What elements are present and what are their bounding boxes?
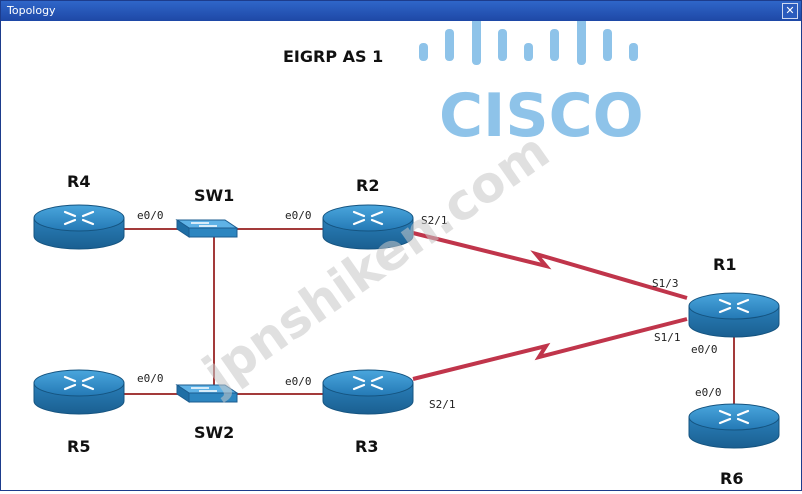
router-r1-icon[interactable] <box>687 291 781 339</box>
iface-r4-e00: e0/0 <box>137 209 164 222</box>
node-label-r1: R1 <box>713 255 736 274</box>
node-label-r6: R6 <box>720 469 743 488</box>
iface-r5-e00: e0/0 <box>137 372 164 385</box>
iface-r2-e00: e0/0 <box>285 209 312 222</box>
node-label-r3: R3 <box>355 437 378 456</box>
window-title: Topology <box>7 4 56 17</box>
node-label-r4: R4 <box>67 172 90 191</box>
topology-canvas: CISCO EIGRP AS 1 <box>1 11 801 490</box>
link-r2-r1-serial <box>412 231 688 300</box>
iface-r1-e00: e0/0 <box>691 343 718 356</box>
router-r6-icon[interactable] <box>687 402 781 450</box>
close-icon[interactable]: ✕ <box>782 3 798 19</box>
cisco-logo-bars <box>419 11 638 65</box>
iface-r2-s21: S2/1 <box>421 214 448 227</box>
title-bar: Topology ✕ <box>1 1 801 21</box>
router-r4-icon[interactable] <box>32 203 126 251</box>
switch-sw1-icon[interactable] <box>176 219 238 238</box>
iface-r3-e00: e0/0 <box>285 375 312 388</box>
iface-r3-s21: S2/1 <box>429 398 456 411</box>
router-r3-icon[interactable] <box>321 368 415 416</box>
iface-r6-e00: e0/0 <box>695 386 722 399</box>
router-r5-icon[interactable] <box>32 368 126 416</box>
node-label-r5: R5 <box>67 437 90 456</box>
node-label-sw2: SW2 <box>194 423 234 442</box>
links <box>124 228 735 404</box>
watermark-site-text: jpnshiken.com <box>191 122 560 404</box>
cisco-logo-text: CISCO <box>439 81 644 151</box>
node-label-r2: R2 <box>356 176 379 195</box>
link-r3-r1-serial <box>412 317 688 381</box>
iface-r1-s13: S1/3 <box>652 277 679 290</box>
diagram-heading: EIGRP AS 1 <box>283 47 383 66</box>
node-label-sw1: SW1 <box>194 186 234 205</box>
iface-r1-s11: S1/1 <box>654 331 681 344</box>
